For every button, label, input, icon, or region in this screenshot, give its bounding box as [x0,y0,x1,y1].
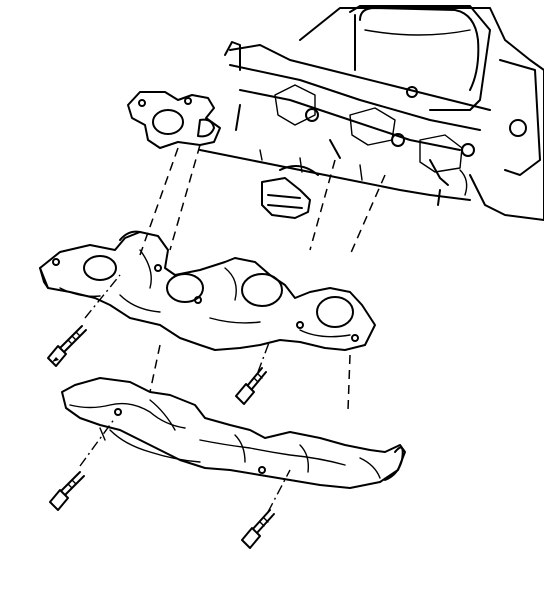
heat-shield-bolt [49,471,85,511]
manifold-bolt [235,367,267,405]
manifold-spacer [261,165,319,219]
exhaust-manifold-gasket [127,91,221,149]
heat-shield-bolt [241,509,275,549]
alignment-lines [79,144,386,513]
manifold-bolt [47,325,87,367]
engine-block [199,5,544,221]
heat-shield [61,377,406,489]
exhaust-manifold [39,230,376,351]
